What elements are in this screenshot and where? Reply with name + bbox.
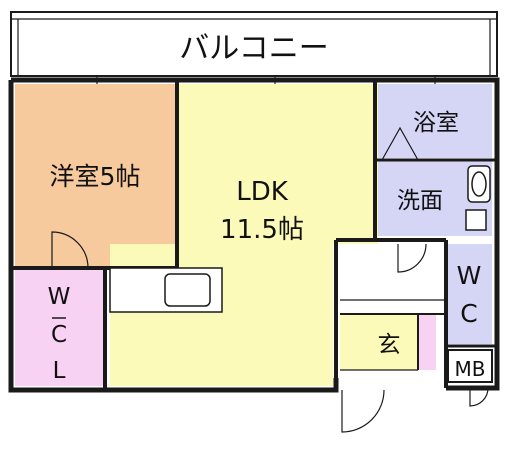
doors [51,126,489,433]
walk-in-closet [15,268,103,386]
windows [45,75,470,84]
washroom-label: 洗面 [397,188,443,214]
wash-basin-icon [465,165,491,231]
ldk-size-label: 11.5帖 [220,215,304,245]
bath-label: 浴室 [413,110,459,136]
balcony-area [10,11,498,77]
wc-label-c: C [460,299,477,328]
mb-label: MB [455,357,486,381]
ldk-room-lower [110,244,333,386]
mb-box [447,349,493,383]
wcl-label-l: L [53,358,66,384]
entrance-label: 玄 [378,332,401,358]
wcl-label-w: W [48,284,71,310]
bath-room [378,84,492,158]
wcl-label-c: C [51,322,67,348]
balcony-label: バルコニー [179,31,328,66]
entrance-area [340,314,418,370]
western-room-label: 洋室5帖 [50,162,141,191]
western-room [15,84,175,266]
kitchen-counter [109,267,223,313]
wc-room [446,244,492,344]
entrance-closet [418,314,436,370]
wc-label-w: W [457,261,482,290]
ldk-label: LDK [236,177,289,207]
ldk-room [175,84,378,244]
walls [8,77,500,393]
